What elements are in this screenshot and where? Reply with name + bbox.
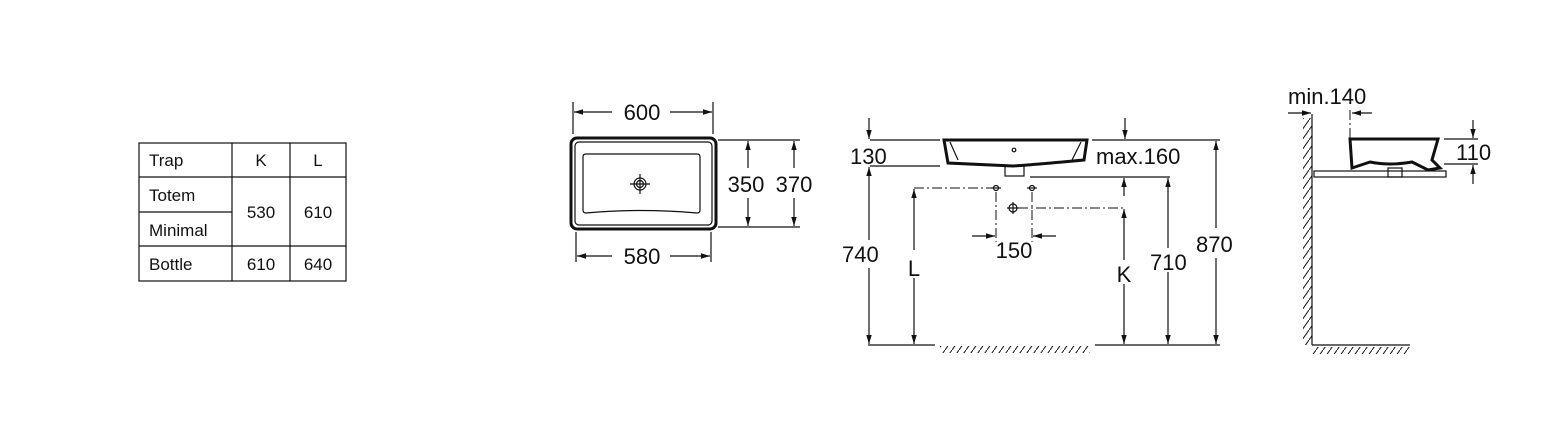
side-view: min.140 110	[1288, 84, 1491, 354]
floor-hatch	[1312, 347, 1410, 354]
waste-outlet-icon	[1007, 202, 1019, 214]
dimension-580: 580	[624, 244, 661, 269]
dimension-600: 600	[624, 100, 661, 125]
front-view: 130 740 max.160 K 710 870 150 L	[842, 118, 1233, 353]
table-cell-k: 610	[247, 255, 275, 274]
dimension-710: 710	[1150, 250, 1187, 275]
dimension-l: L	[908, 256, 920, 281]
dimension-110: 110	[1456, 140, 1491, 165]
dimension-130: 130	[850, 144, 887, 169]
table-cell-trap: Totem	[149, 186, 195, 205]
dimension-740: 740	[842, 242, 879, 267]
table-header-l: L	[313, 151, 322, 170]
table-cell-trap: Minimal	[149, 221, 208, 240]
dimension-370: 370	[776, 172, 813, 197]
mounting-hole-icon	[991, 184, 1001, 192]
floor-hatch	[940, 346, 1090, 353]
table-cell-l: 610	[304, 203, 332, 222]
dimension-min-140: min.140	[1288, 84, 1366, 109]
table-header-k: K	[255, 151, 267, 170]
top-view: 600 580 350 370	[569, 100, 813, 269]
table-cell-trap: Bottle	[149, 255, 192, 274]
table-header-trap: Trap	[149, 151, 183, 170]
mounting-hole-icon	[1027, 184, 1037, 192]
dimension-k: K	[1117, 262, 1132, 287]
trap-table: Trap K L Totem Minimal 530 610 Bottle 61…	[138, 142, 347, 282]
drain-icon	[630, 174, 650, 194]
dimension-350: 350	[728, 172, 765, 197]
table-cell-k: 530	[247, 203, 275, 222]
dimension-150: 150	[996, 238, 1033, 263]
dimension-max-160: max.160	[1096, 144, 1180, 169]
wall-hatch	[1303, 118, 1312, 345]
table-cell-l: 640	[304, 255, 332, 274]
dimension-870: 870	[1196, 232, 1233, 257]
